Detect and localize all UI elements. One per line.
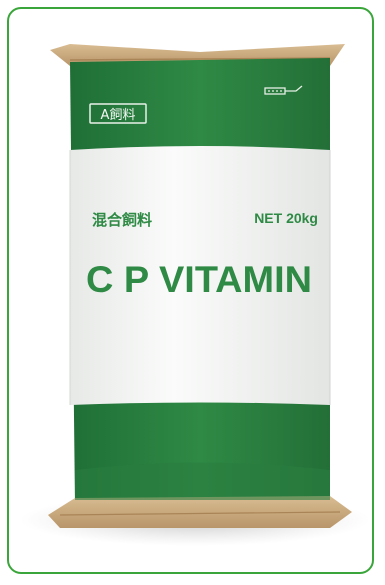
grade-badge-text: A飼料	[101, 108, 136, 123]
grade-badge-box	[89, 103, 147, 124]
product-name: C P VITAMIN	[86, 259, 312, 300]
bag-white-band	[70, 146, 330, 405]
bag-bottom-fold	[48, 496, 352, 528]
category-label: 混合飼料	[92, 211, 152, 229]
net-weight-label: NET 20kg	[254, 210, 318, 226]
brand-mark-icon	[264, 85, 303, 95]
